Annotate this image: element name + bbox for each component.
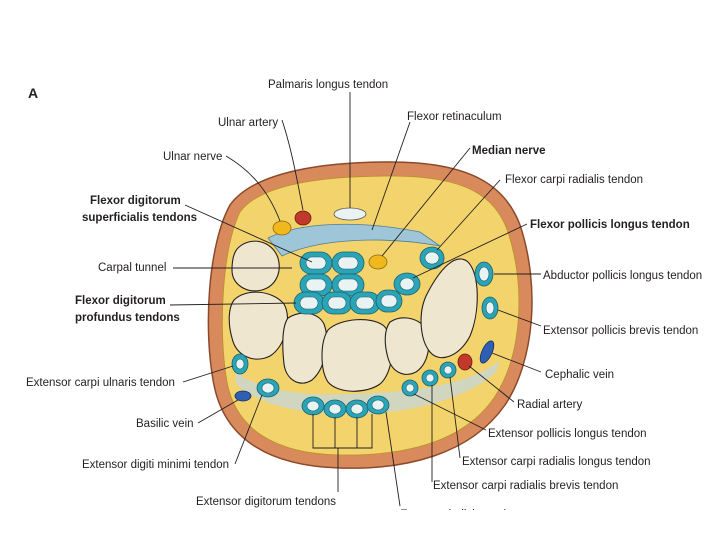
extensor-digitorum-group (301, 395, 390, 419)
label-extensor-carpi-ulnaris-tendon: Extensor carpi ulnaris tendon (26, 377, 175, 389)
lunate-bone (282, 312, 328, 384)
panel-letter: A (28, 85, 38, 101)
label-extensor-digiti-minimi-tendon: Extensor digiti minimi tendon (82, 459, 229, 471)
label-flexor-carpi-radialis-tendon: Flexor carpi radialis tendon (505, 174, 643, 186)
label-palmaris-longus-tendon: Palmaris longus tendon (268, 79, 388, 91)
label-basilic-vein: Basilic vein (136, 418, 194, 430)
label-flexor-retinaculum: Flexor retinaculum (407, 111, 502, 123)
label-fds-line1: Flexor digitorum (90, 195, 181, 207)
radial-artery (457, 353, 473, 371)
label-fdp-line2: profundus tendons (75, 312, 180, 324)
label-extensor-digitorum-tendons: Extensor digitorum tendons (196, 496, 336, 508)
label-extensor-pollicis-brevis-tendon: Extensor pollicis brevis tendon (543, 325, 698, 337)
fdp-tendon-group (293, 289, 403, 315)
label-radial-artery: Radial artery (517, 399, 582, 411)
label-cephalic-vein: Cephalic vein (545, 369, 614, 381)
label-median-nerve: Median nerve (472, 145, 546, 157)
cephalic-vein (479, 340, 495, 364)
label-carpal-tunnel: Carpal tunnel (98, 262, 166, 274)
label-extensor-carpi-radialis-brevis-tendon: Extensor carpi radialis brevis tendon (433, 480, 618, 492)
label-abductor-pollicis-longus-tendon: Abductor pollicis longus tendon (543, 270, 702, 282)
leader-lines (169, 92, 542, 507)
ulnar-nerve (272, 220, 292, 236)
capitate-bone (321, 319, 393, 392)
label-flexor-pollicis-longus-tendon: Flexor pollicis longus tendon (530, 219, 690, 231)
label-fds-line2: superficialis tendons (82, 212, 197, 224)
palmaris-longus-tendon (333, 207, 367, 221)
label-extensor-pollicis-longus-tendon: Extensor pollicis longus tendon (488, 428, 647, 440)
median-nerve (368, 254, 388, 270)
label-extensor-indicis-clipped: Extensor indicis tendon (400, 509, 519, 521)
trapezium-bone (420, 258, 478, 359)
label-extensor-indicis-tendon: Extensor indicis tendon (400, 509, 519, 521)
label-extensor-carpi-radialis-longus-tendon: Extensor carpi radialis longus tendon (462, 456, 651, 468)
label-ulnar-nerve: Ulnar nerve (163, 151, 222, 163)
basilic-vein (234, 390, 252, 402)
label-fdp-line1: Flexor digitorum (75, 295, 166, 307)
trapezoid-bone (384, 317, 430, 375)
extensor-fascia (236, 360, 500, 415)
hamate-bone (231, 240, 280, 292)
triquetrum-bone (228, 291, 288, 360)
label-ulnar-artery: Ulnar artery (218, 117, 278, 129)
ulnar-artery (294, 210, 312, 226)
fds-tendon-group (299, 251, 365, 297)
